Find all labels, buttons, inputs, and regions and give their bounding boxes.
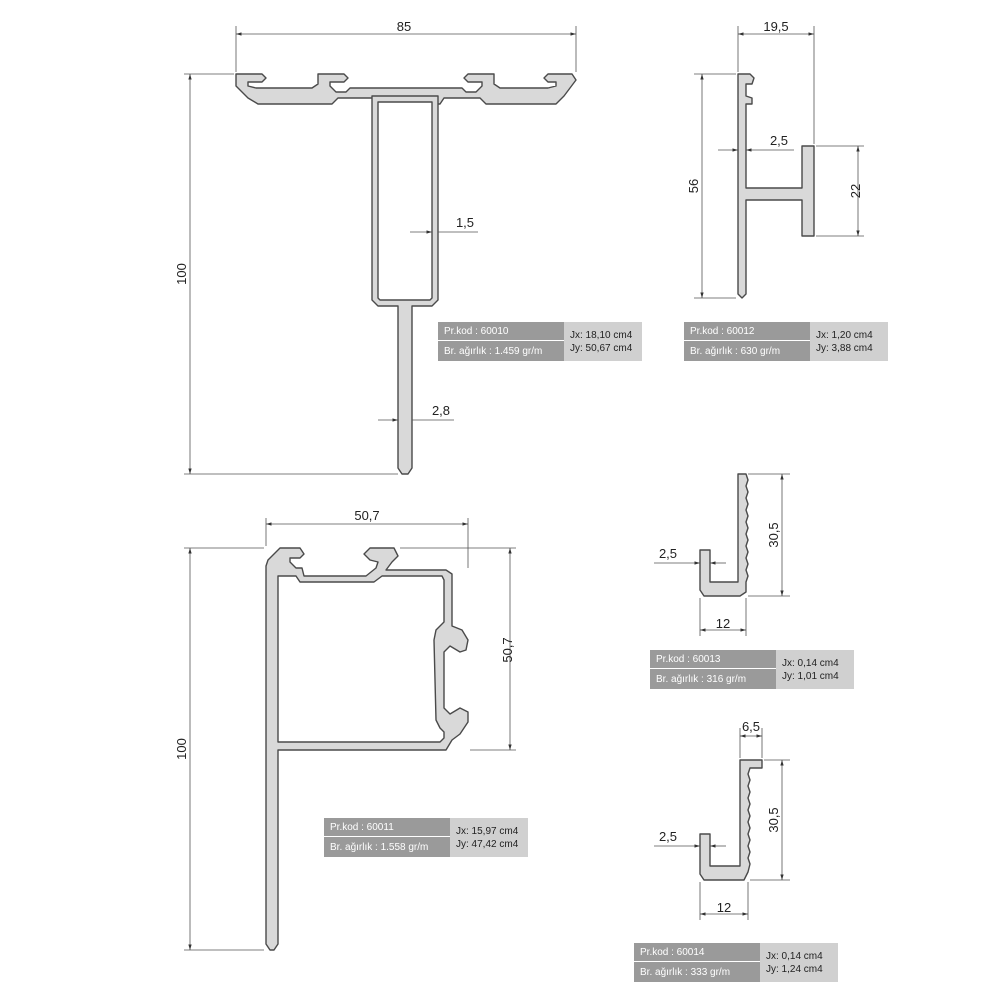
jy-value: Jy: 1,01 cm4	[782, 670, 839, 682]
inertia-values: Jx: 1,20 cm4 Jy: 3,88 cm4	[810, 322, 888, 361]
info-table-60010: Pr.kod : 60010 Jx: 18,10 cm4 Jy: 50,67 c…	[438, 322, 642, 361]
jx-value: Jx: 1,20 cm4	[816, 329, 873, 341]
dim-60013-width: 12	[716, 616, 730, 631]
profile-60014-drawing: 6,5 30,5 2,5 12	[654, 719, 790, 920]
dim-60014-height: 30,5	[766, 807, 781, 832]
profile-code: Pr.kod : 60012	[684, 322, 810, 341]
dim-60010-leg: 2,8	[432, 403, 450, 418]
info-table-60012: Pr.kod : 60012 Jx: 1,20 cm4 Jy: 3,88 cm4…	[684, 322, 888, 361]
dim-60011-height: 100	[174, 738, 189, 760]
inertia-values: Jx: 15,97 cm4 Jy: 47,42 cm4	[450, 818, 528, 857]
jy-value: Jy: 50,67 cm4	[570, 342, 633, 354]
dim-60010-wall: 1,5	[456, 215, 474, 230]
profile-60011-drawing: 50,7 100 50,7	[174, 508, 516, 951]
profile-60013-drawing: 30,5 2,5 12	[654, 473, 790, 636]
dim-60012-flange: 22	[848, 184, 863, 198]
profile-60013-body	[699, 473, 749, 597]
jy-value: Jy: 3,88 cm4	[816, 342, 873, 354]
unit-weight: Br. ağırlık : 1.459 gr/m	[438, 341, 564, 361]
unit-weight: Br. ağırlık : 1.558 gr/m	[324, 837, 450, 857]
dim-60011-width: 50,7	[354, 508, 379, 523]
profile-code: Pr.kod : 60014	[634, 943, 760, 962]
dim-60012-wall: 2,5	[770, 133, 788, 148]
inertia-values: Jx: 0,14 cm4 Jy: 1,01 cm4	[776, 650, 854, 689]
info-table-60014: Pr.kod : 60014 Jx: 0,14 cm4 Jy: 1,24 cm4…	[634, 943, 838, 982]
inertia-values: Jx: 0,14 cm4 Jy: 1,24 cm4	[760, 943, 838, 982]
unit-weight: Br. ağırlık : 630 gr/m	[684, 341, 810, 361]
profile-60012-drawing: 19,5 56 2,5 22	[686, 19, 864, 299]
unit-weight: Br. ağırlık : 333 gr/m	[634, 962, 760, 982]
profile-code: Pr.kod : 60013	[650, 650, 776, 669]
dim-60014-wall: 2,5	[659, 829, 677, 844]
profile-60011-cavity	[277, 575, 445, 743]
dim-60011-box-height: 50,7	[500, 637, 515, 662]
profile-60014-body	[699, 759, 763, 881]
dim-60012-height: 56	[686, 179, 701, 193]
profile-60010-flange	[235, 73, 577, 105]
profile-code: Pr.kod : 60010	[438, 322, 564, 341]
info-table-60013: Pr.kod : 60013 Jx: 0,14 cm4 Jy: 1,01 cm4…	[650, 650, 854, 689]
jx-value: Jx: 18,10 cm4	[570, 329, 633, 341]
jy-value: Jy: 1,24 cm4	[766, 963, 823, 975]
unit-weight: Br. ağırlık : 316 gr/m	[650, 669, 776, 689]
profile-60010-cavity	[377, 101, 433, 301]
profile-60010-drawing: 85 100 1,5 2,8	[174, 19, 577, 475]
jx-value: Jx: 15,97 cm4	[456, 825, 519, 837]
jy-value: Jy: 47,42 cm4	[456, 838, 519, 850]
dim-60010-height: 100	[174, 263, 189, 285]
inertia-values: Jx: 18,10 cm4 Jy: 50,67 cm4	[564, 322, 642, 361]
jx-value: Jx: 0,14 cm4	[782, 657, 839, 669]
dim-60014-lip: 6,5	[742, 719, 760, 734]
dim-60010-width: 85	[397, 19, 411, 34]
dim-60012-width: 19,5	[763, 19, 788, 34]
dim-60013-height: 30,5	[766, 522, 781, 547]
jx-value: Jx: 0,14 cm4	[766, 950, 823, 962]
profile-60012-body	[737, 73, 815, 299]
profile-code: Pr.kod : 60011	[324, 818, 450, 837]
dim-60014-width: 12	[717, 900, 731, 915]
info-table-60011: Pr.kod : 60011 Jx: 15,97 cm4 Jy: 47,42 c…	[324, 818, 528, 857]
dim-60013-wall: 2,5	[659, 546, 677, 561]
